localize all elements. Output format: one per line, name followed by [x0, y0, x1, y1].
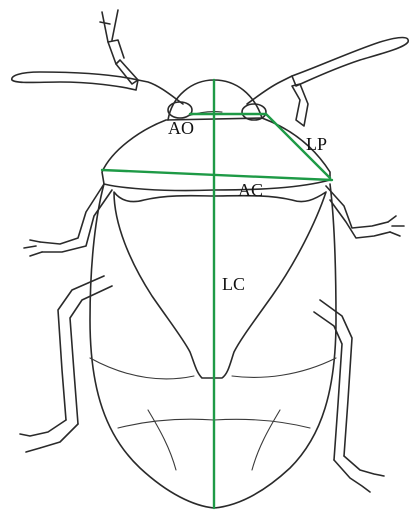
right-antenna [247, 38, 408, 127]
membrane-right-lower [214, 419, 310, 428]
membrane-right-upper [232, 358, 336, 377]
measure-ac-line [102, 170, 332, 180]
right-middle-leg [314, 300, 384, 492]
membrane-left-lower [118, 419, 214, 428]
right-front-leg [326, 186, 404, 238]
membrane-left-upper [90, 358, 194, 379]
left-front-leg [24, 184, 112, 256]
membrane-right-diagonal [252, 410, 280, 470]
pronotum [102, 118, 330, 191]
label-lp: LP [306, 134, 327, 154]
membrane-left-diagonal [148, 410, 176, 470]
label-ac: AC [238, 180, 263, 200]
label-ao: AO [168, 118, 194, 138]
measurement-lines [102, 80, 332, 508]
scutellum [114, 192, 326, 378]
left-middle-leg [20, 276, 112, 452]
label-lc: LC [222, 274, 245, 294]
left-antenna [12, 10, 183, 104]
